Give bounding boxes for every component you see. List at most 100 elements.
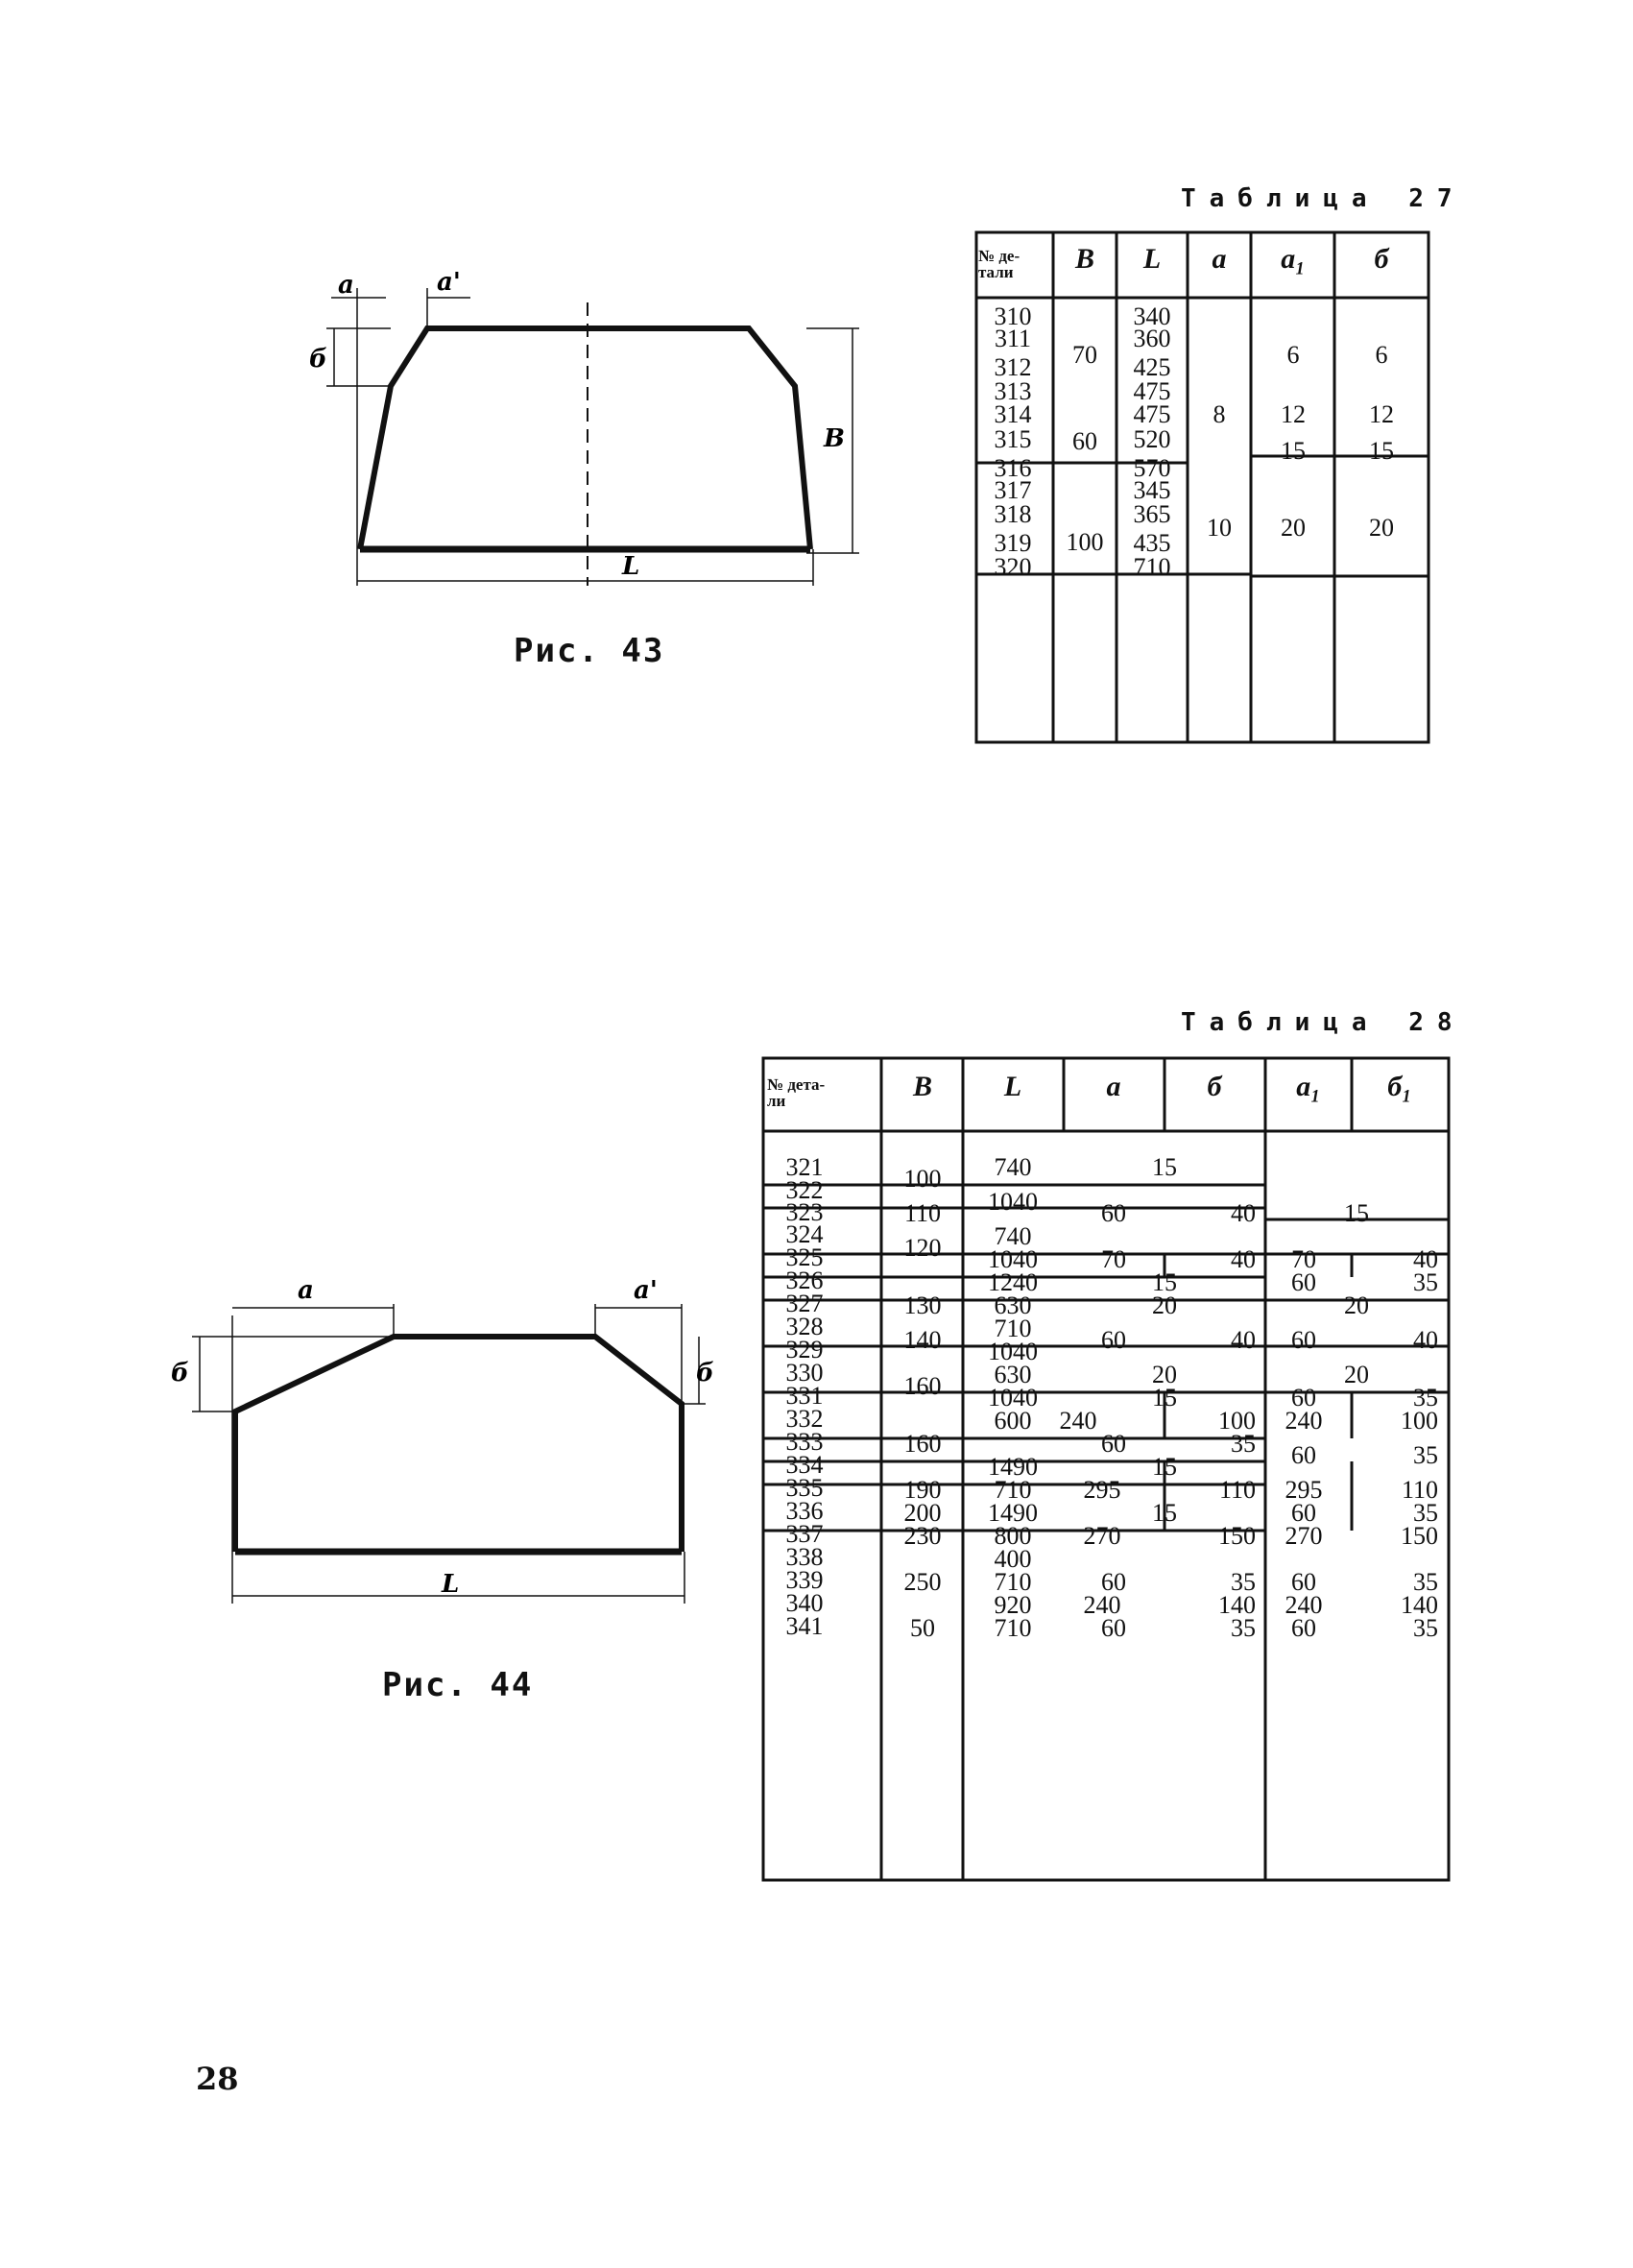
t27-cell-id: 316 bbox=[994, 454, 1032, 482]
t27-cell-L: 435 bbox=[1133, 529, 1171, 557]
t28-cell-L: 1040 bbox=[988, 1188, 1038, 1216]
t27-header-B: B bbox=[1074, 243, 1095, 275]
t28-cell-ab: 60 bbox=[1101, 1568, 1126, 1596]
figure-43-caption: Рис. 43 bbox=[514, 632, 665, 670]
t28-cell-B: 130 bbox=[903, 1291, 942, 1319]
t28-cell-ab: 60 bbox=[1101, 1199, 1126, 1227]
t27-cell-L: 475 bbox=[1133, 400, 1171, 428]
t28-header-a1: a₁ bbox=[1296, 1071, 1321, 1102]
t28-cell-a1b1: 100 bbox=[1401, 1407, 1438, 1435]
t28-cell-L: 1040 bbox=[988, 1338, 1038, 1365]
figure-44-drawing: a a' б б L bbox=[171, 1276, 714, 1604]
t28-cell-ab: 15 bbox=[1152, 1384, 1177, 1411]
t28-cell-ab: 35 bbox=[1231, 1614, 1256, 1642]
fig44-label-b: б bbox=[171, 1359, 189, 1387]
t28-header-b1: б₁ bbox=[1387, 1071, 1412, 1102]
t28-cell-a1b1: 70 bbox=[1291, 1245, 1316, 1273]
t27-cell-a1: 6 bbox=[1286, 341, 1300, 369]
t28-cell-ab: 270 bbox=[1083, 1522, 1121, 1550]
t28-cell-B: 190 bbox=[903, 1476, 942, 1504]
t27-cell-b: 6 bbox=[1375, 341, 1388, 369]
t27-cell-L: 345 bbox=[1133, 476, 1171, 504]
t28-cell-L: 1040 bbox=[988, 1245, 1038, 1273]
t27-cell-b: 20 bbox=[1369, 514, 1394, 542]
t27-cell-b: 15 bbox=[1369, 437, 1394, 465]
t27-cell-L: 570 bbox=[1133, 454, 1171, 482]
t28-cell-L: 710 bbox=[994, 1315, 1032, 1342]
figure-44-caption: Рис. 44 bbox=[382, 1666, 534, 1704]
t28-cell-B: 160 bbox=[903, 1372, 942, 1400]
t28-cell-id: 337 bbox=[785, 1520, 824, 1548]
t27-cell-id: 318 bbox=[994, 500, 1032, 528]
t27-cell-b: 12 bbox=[1369, 400, 1394, 428]
t28-cell-B: 100 bbox=[903, 1165, 942, 1193]
t28-cell-a1b1: 240 bbox=[1285, 1407, 1323, 1435]
t28-cell-a1b1: 240 bbox=[1285, 1591, 1323, 1619]
t27-cell-L: 360 bbox=[1133, 325, 1171, 352]
t28-header-B: B bbox=[912, 1071, 933, 1102]
t28-cell-a1b1: 60 bbox=[1291, 1384, 1316, 1411]
t27-cell-id: 314 bbox=[994, 400, 1032, 428]
t28-cell-L: 1040 bbox=[988, 1384, 1038, 1411]
t27-cell-id: 317 bbox=[994, 476, 1032, 504]
t28-cell-ab: 60 bbox=[1101, 1326, 1126, 1354]
t28-cell-ab: 240 bbox=[1059, 1407, 1097, 1435]
t28-cell-a1b1: 15 bbox=[1344, 1199, 1369, 1227]
t27-cell-id: 320 bbox=[994, 553, 1032, 581]
t28-cell-ab: 15 bbox=[1152, 1268, 1177, 1296]
t28-header-a: a bbox=[1106, 1071, 1121, 1102]
t28-cell-id: 340 bbox=[785, 1589, 824, 1617]
t28-cell-L: 740 bbox=[994, 1153, 1032, 1181]
t28-cell-L: 400 bbox=[994, 1545, 1032, 1573]
fig44-label-b1: б bbox=[696, 1359, 714, 1387]
t28-header-id: № дета- ли bbox=[767, 1075, 826, 1110]
t28-cell-id: 321 bbox=[785, 1153, 824, 1181]
t28-cell-id: 338 bbox=[785, 1543, 824, 1571]
t28-cell-ab: 35 bbox=[1231, 1568, 1256, 1596]
t28-cell-L: 710 bbox=[994, 1568, 1032, 1596]
t28-cell-id: 330 bbox=[785, 1359, 824, 1387]
t28-cell-ab: 60 bbox=[1101, 1430, 1126, 1458]
t28-cell-a1b1: 35 bbox=[1413, 1441, 1438, 1469]
t27-cell-B: 100 bbox=[1066, 528, 1104, 556]
fig43-label-B: B bbox=[823, 424, 845, 453]
page-number: 28 bbox=[196, 2061, 239, 2097]
t28-cell-ab: 110 bbox=[1218, 1476, 1256, 1504]
t27-cell-a1: 15 bbox=[1281, 437, 1306, 465]
t27-cell-id: 312 bbox=[994, 353, 1032, 381]
t28-cell-a1b1: 35 bbox=[1413, 1499, 1438, 1527]
t28-cell-ab: 140 bbox=[1218, 1591, 1256, 1619]
t28-cell-ab: 20 bbox=[1152, 1291, 1177, 1319]
t28-cell-L: 710 bbox=[994, 1476, 1032, 1504]
fig43-label-b: б bbox=[309, 345, 327, 374]
fig43-label-a1: a' bbox=[437, 269, 461, 297]
t28-cell-ab: 295 bbox=[1083, 1476, 1121, 1504]
t28-cell-a1b1: 60 bbox=[1291, 1441, 1316, 1469]
t27-cell-L: 340 bbox=[1133, 302, 1171, 330]
t28-cell-L: 630 bbox=[994, 1361, 1032, 1388]
t28-cell-a1b1: 35 bbox=[1413, 1384, 1438, 1411]
t28-cell-id: 333 bbox=[785, 1428, 824, 1456]
figure-43-drawing: a a' б B L bbox=[309, 268, 859, 586]
t28-cell-id: 332 bbox=[785, 1405, 824, 1433]
t28-cell-id: 336 bbox=[785, 1497, 824, 1525]
t28-cell-a1b1: 20 bbox=[1344, 1291, 1369, 1319]
t27-header-a1: a₁ bbox=[1281, 243, 1306, 275]
t28-cell-ab: 15 bbox=[1152, 1453, 1177, 1481]
t28-cell-id: 322 bbox=[785, 1176, 824, 1204]
t27-cell-id: 319 bbox=[994, 529, 1032, 557]
t27-cell-B: 70 bbox=[1072, 341, 1097, 369]
t28-cell-L: 1490 bbox=[988, 1499, 1038, 1527]
t28-cell-ab: 150 bbox=[1218, 1522, 1256, 1550]
fig43-label-L: L bbox=[621, 552, 639, 581]
t28-cell-ab: 15 bbox=[1152, 1153, 1177, 1181]
t28-cell-ab: 70 bbox=[1101, 1245, 1126, 1273]
t27-cell-L: 365 bbox=[1133, 500, 1171, 528]
t27-cell-B: 60 bbox=[1072, 427, 1097, 455]
t28-cell-a1b1: 35 bbox=[1413, 1568, 1438, 1596]
t28-cell-B: 200 bbox=[903, 1499, 942, 1527]
t28-cell-id: 325 bbox=[785, 1243, 824, 1271]
t28-cell-id: 334 bbox=[785, 1451, 824, 1479]
